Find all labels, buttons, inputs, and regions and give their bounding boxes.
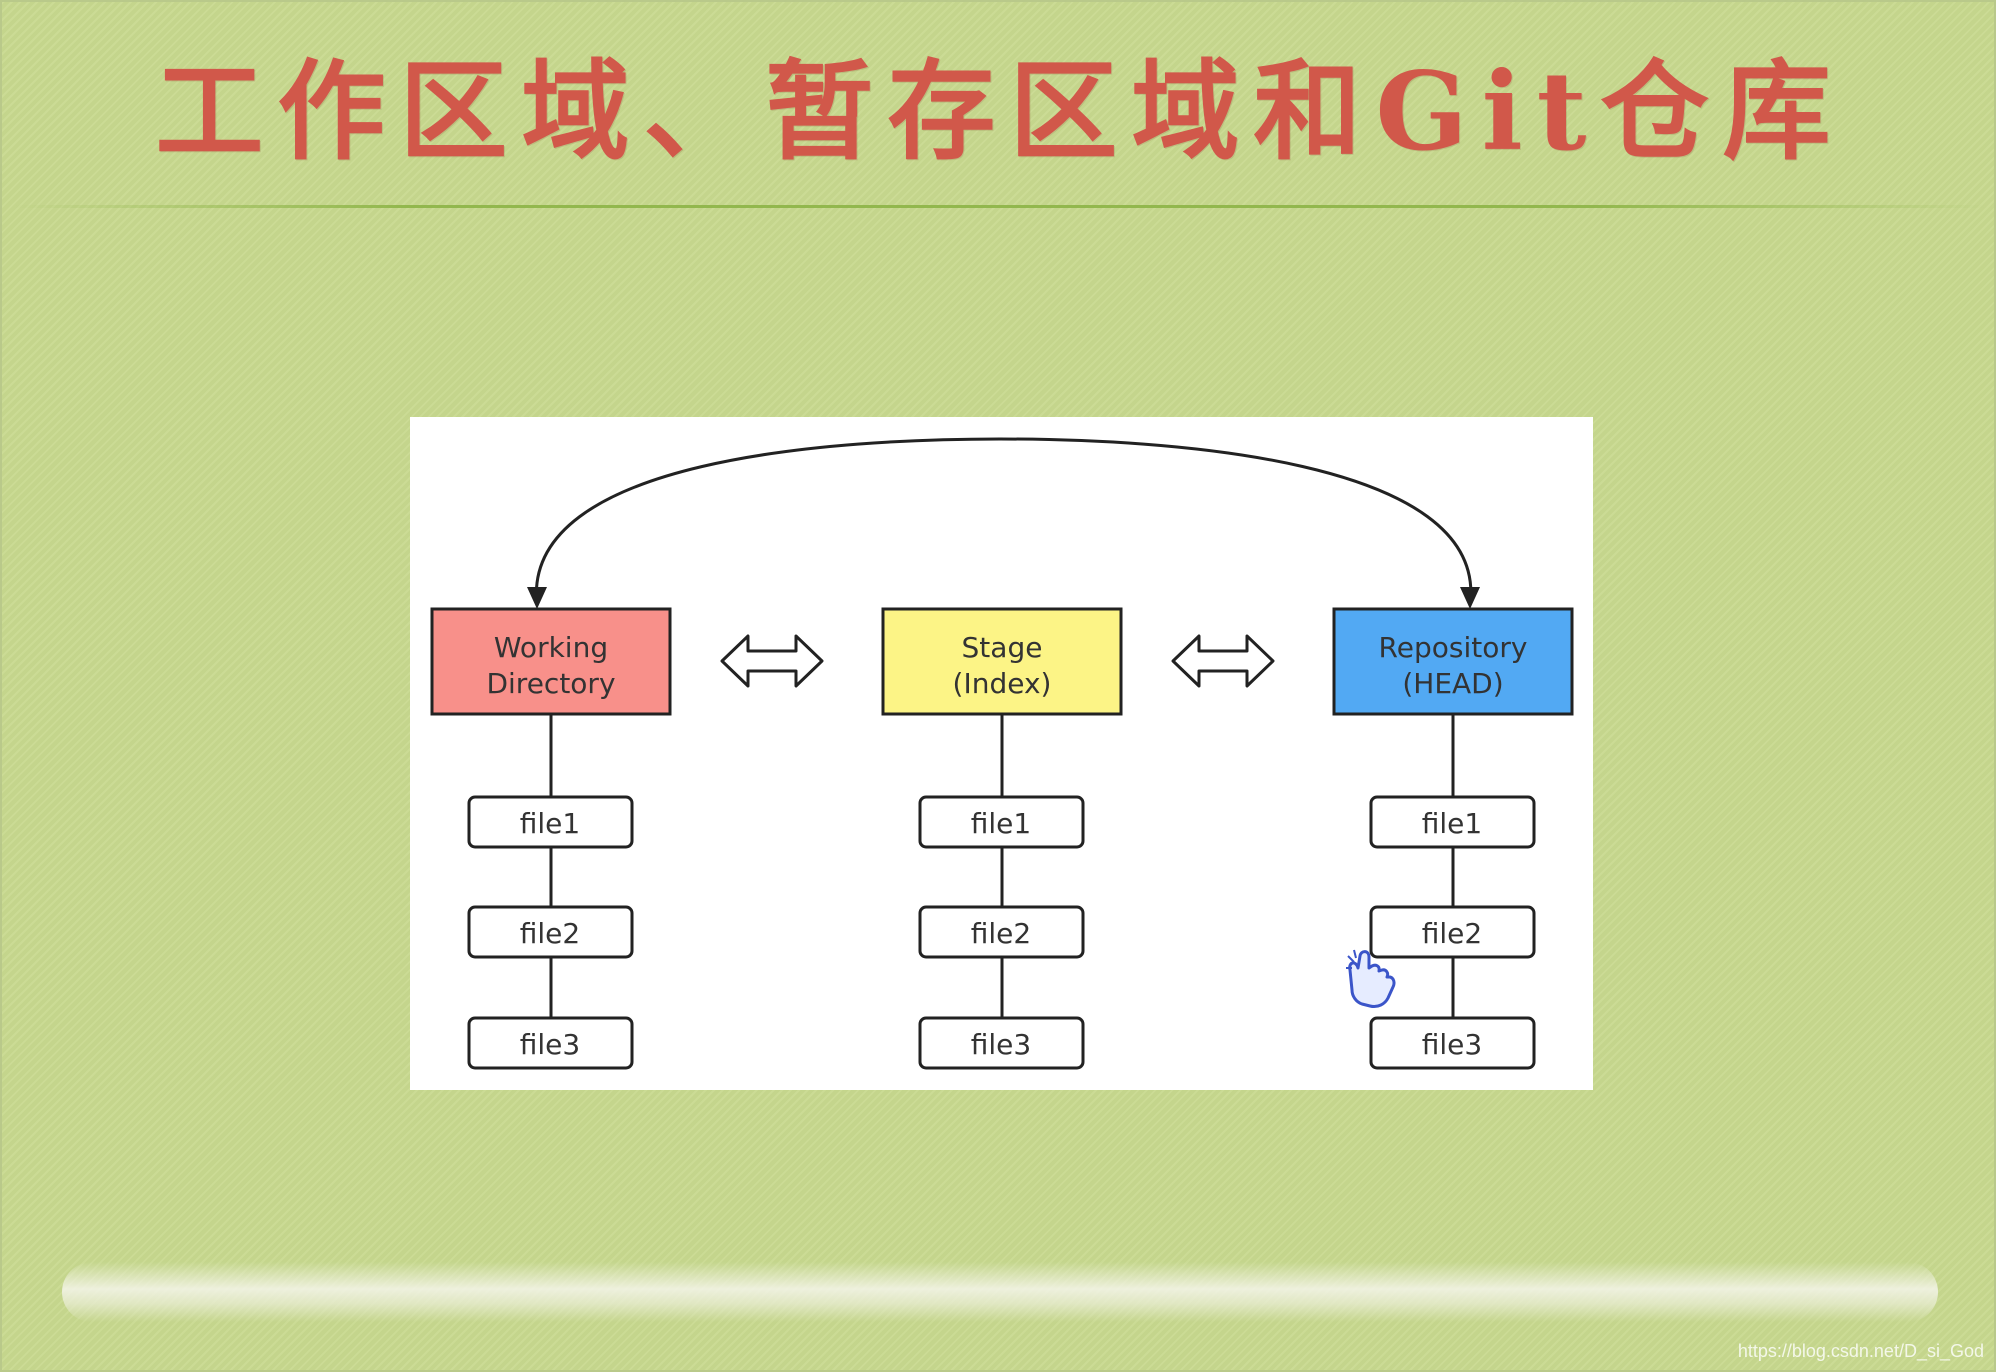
bottom-decorative-band: [62, 1262, 1938, 1322]
stage-file-list: file1 file2 file3: [918, 795, 1085, 1070]
stage-line1: Stage: [962, 631, 1043, 664]
double-arrow-working-stage-icon: [720, 634, 824, 688]
working-file3: file3: [520, 1028, 580, 1061]
working-directory-node: Working Directory: [430, 607, 672, 716]
repository-file-list: file1 file2 file3: [1369, 795, 1536, 1070]
curved-arrowhead-left-icon: [527, 587, 547, 609]
stage-file1: file1: [971, 807, 1031, 840]
working-file1: file1: [520, 807, 580, 840]
stage-file2: file2: [971, 917, 1031, 950]
diagram-panel: Working Directory Stage (Index) Reposito…: [410, 417, 1593, 1090]
hand-pointer-icon: [1346, 949, 1396, 1008]
repository-file2: file2: [1422, 917, 1482, 950]
title-divider: [12, 205, 1988, 208]
watermark-url: https://blog.csdn.net/D_si_God: [1737, 1341, 1984, 1361]
curved-arrowhead-right-icon: [1460, 587, 1480, 609]
working-directory-line2: Directory: [486, 667, 615, 700]
double-arrow-stage-repository-icon: [1171, 634, 1275, 688]
working-directory-line1: Working: [494, 631, 608, 664]
stage-line2: (Index): [953, 667, 1052, 700]
curved-connector: [535, 437, 1473, 606]
repository-file1: file1: [1422, 807, 1482, 840]
stage-file3: file3: [971, 1028, 1031, 1061]
repository-file3: file3: [1422, 1028, 1482, 1061]
repository-line1: Repository: [1379, 631, 1528, 664]
repository-node: Repository (HEAD): [1332, 607, 1574, 716]
repository-line2: (HEAD): [1402, 667, 1503, 700]
git-areas-diagram: Working Directory Stage (Index) Reposito…: [430, 437, 1574, 1070]
working-file-list: file1 file2 file3: [467, 795, 634, 1070]
slide-title: 工作区域、暂存区域和Git仓库: [155, 49, 1845, 175]
stage-node: Stage (Index): [881, 607, 1123, 716]
working-file2: file2: [520, 917, 580, 950]
